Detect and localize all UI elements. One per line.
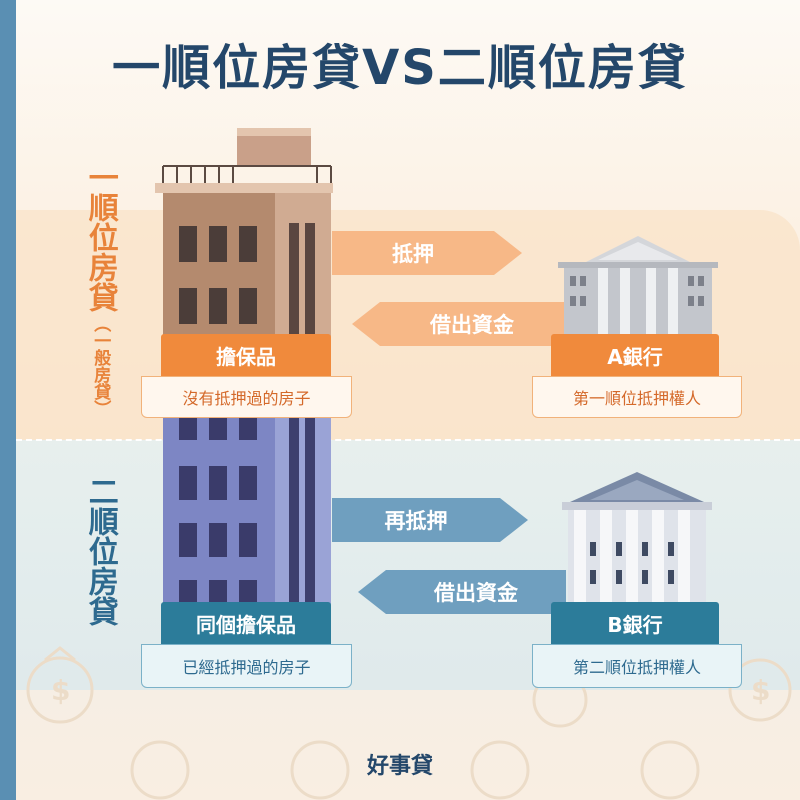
- page-title: 一順位房貸VS二順位房貸: [0, 28, 800, 98]
- bank-icon: [562, 472, 712, 602]
- same-collateral-tag: 同個擔保品: [161, 602, 331, 644]
- svg-text:$: $: [51, 674, 70, 707]
- brand-footer: 好事貸: [0, 748, 800, 780]
- loan-arrow-label: 借出資金: [386, 570, 566, 614]
- first-mortgage-sublabel: （一般房貸）: [88, 315, 112, 417]
- bank-icon: [558, 236, 718, 336]
- remortgage-arrow-label: 再抵押: [332, 498, 500, 542]
- collateral-tag: 擔保品: [161, 334, 331, 376]
- first-mortgage-label-text: 一順位房貸: [84, 162, 116, 312]
- second-mortgage-label: 二順位房貸: [82, 476, 118, 626]
- bank-a-description: 第一順位抵押權人: [532, 376, 742, 418]
- loan-arrow-label: 借出資金: [380, 302, 564, 346]
- bank-a-tag: A銀行: [551, 334, 719, 376]
- first-mortgage-sublabel-text: （一般房貸）: [90, 315, 110, 417]
- bank-b-tag: B銀行: [551, 602, 719, 644]
- same-collateral-description: 已經抵押過的房子: [141, 644, 352, 688]
- mortgage-arrow-label: 抵押: [332, 231, 494, 275]
- first-mortgage-label: 一順位房貸: [82, 162, 118, 312]
- second-mortgage-label-text: 二順位房貸: [84, 476, 116, 626]
- svg-text:$: $: [751, 674, 770, 707]
- collateral-description: 沒有抵押過的房子: [141, 376, 352, 418]
- bank-b-description: 第二順位抵押權人: [532, 644, 742, 688]
